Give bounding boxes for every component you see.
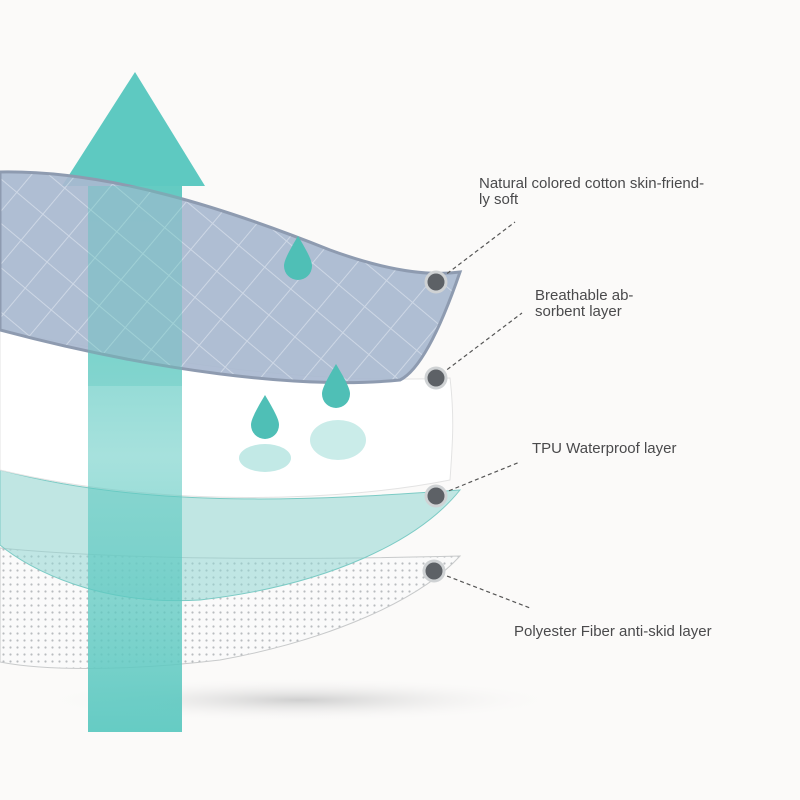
label-cotton-layer: Natural colored cotton skin-friend- ly s… xyxy=(479,175,705,208)
water-drop-icon xyxy=(239,236,366,472)
label-absorbent-layer: Breathable ab- sorbent layer xyxy=(535,287,634,320)
cotton-layer xyxy=(0,170,463,385)
label-tpu-layer: TPU Waterproof layer xyxy=(532,440,677,457)
leader-lines xyxy=(433,221,531,609)
label-anti-skid-layer: Polyester Fiber anti-skid layer xyxy=(514,623,712,640)
layer-markers xyxy=(422,270,448,583)
